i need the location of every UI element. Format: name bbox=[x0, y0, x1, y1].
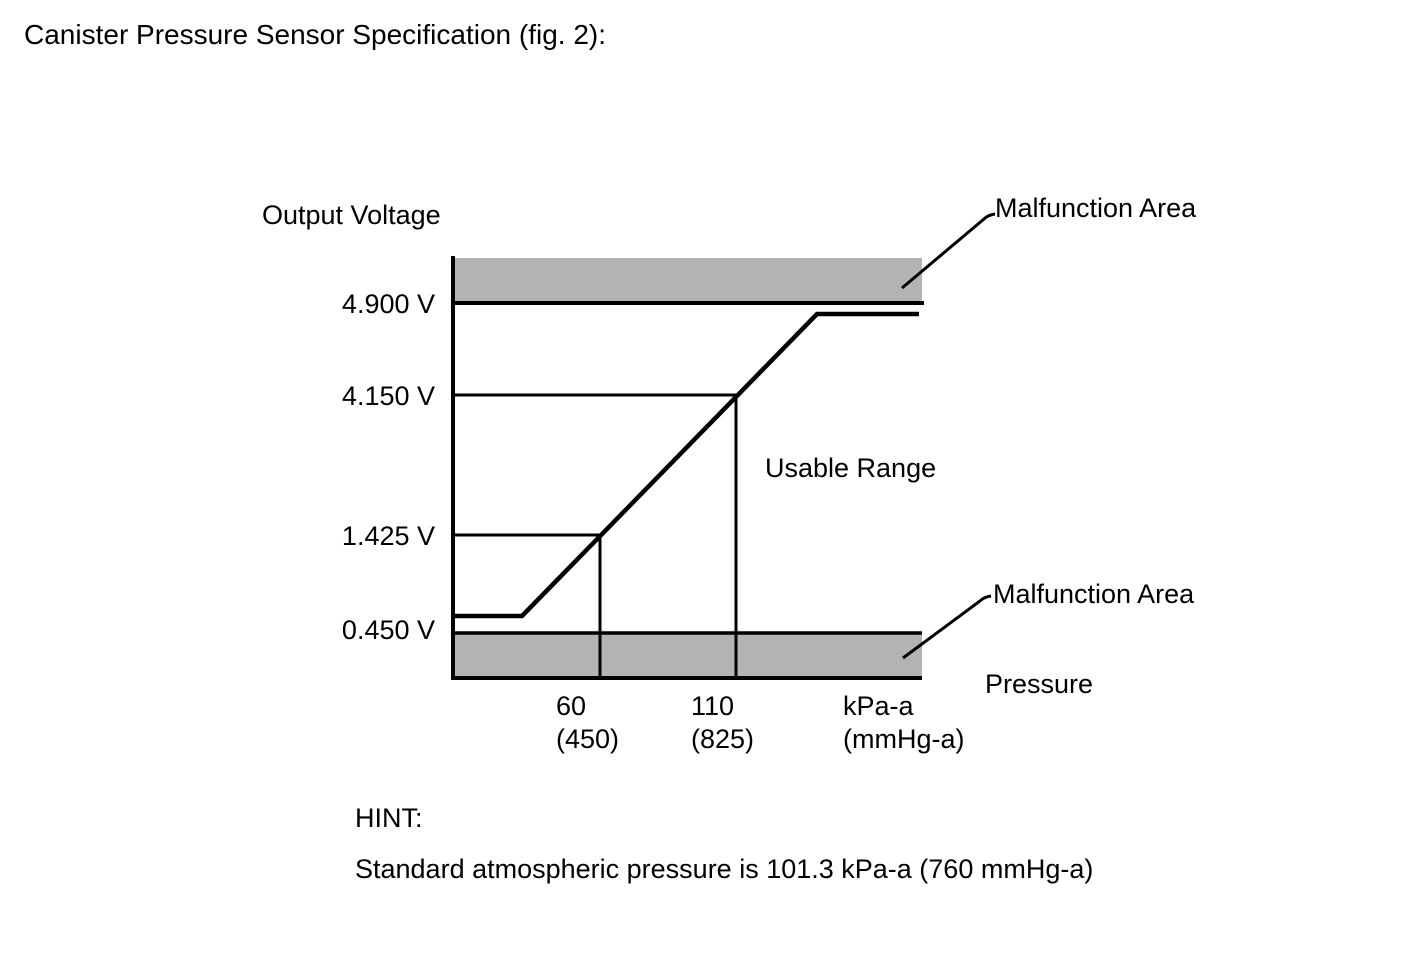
sensor-output-curve bbox=[453, 311, 919, 619]
x-tick-60: 60 bbox=[556, 691, 586, 721]
y-tick-1425: 1.425 V bbox=[342, 521, 435, 551]
y-tick-0450: 0.450 V bbox=[342, 615, 435, 645]
x-axis-title: Pressure bbox=[985, 669, 1093, 699]
x-unit-kpa: kPa-a bbox=[843, 691, 915, 721]
x-tick-825: (825) bbox=[691, 724, 754, 754]
malfunction-band-bottom bbox=[453, 633, 922, 678]
hint-label: HINT: bbox=[355, 803, 423, 833]
x-tick-450: (450) bbox=[556, 724, 619, 754]
y-axis-title: Output Voltage bbox=[262, 200, 441, 230]
y-tick-4900: 4.900 V bbox=[342, 289, 435, 319]
hint-text: Standard atmospheric pressure is 101.3 k… bbox=[355, 854, 1093, 884]
x-tick-110: 110 bbox=[691, 691, 734, 721]
y-tick-4150: 4.150 V bbox=[342, 381, 435, 411]
leader-line-bottom bbox=[902, 594, 992, 660]
malfunction-area-label-bottom: Malfunction Area bbox=[993, 579, 1195, 609]
x-unit-mmhg: (mmHg-a) bbox=[843, 724, 965, 754]
malfunction-area-label-top: Malfunction Area bbox=[995, 193, 1197, 223]
malfunction-band-top bbox=[453, 258, 922, 303]
figure-title: Canister Pressure Sensor Specification (… bbox=[24, 19, 606, 50]
leader-line-top bbox=[901, 212, 996, 290]
usable-range-label: Usable Range bbox=[765, 453, 936, 483]
